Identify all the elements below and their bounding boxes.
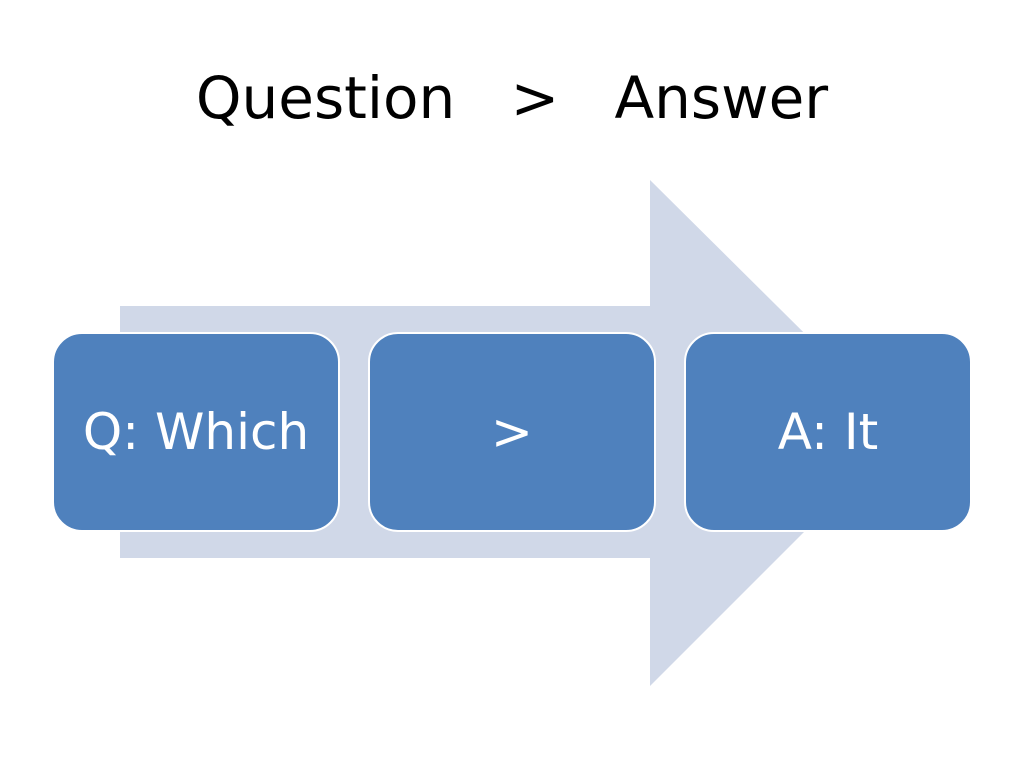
step-label-question: Q: Which	[82, 403, 310, 461]
step-box-answer: A: It	[684, 332, 972, 532]
step-label-transition: >	[491, 403, 533, 461]
step-label-answer: A: It	[777, 403, 879, 461]
slide-title: Question > Answer	[195, 64, 829, 132]
step-box-question: Q: Which	[52, 332, 340, 532]
step-box-transition: >	[368, 332, 656, 532]
